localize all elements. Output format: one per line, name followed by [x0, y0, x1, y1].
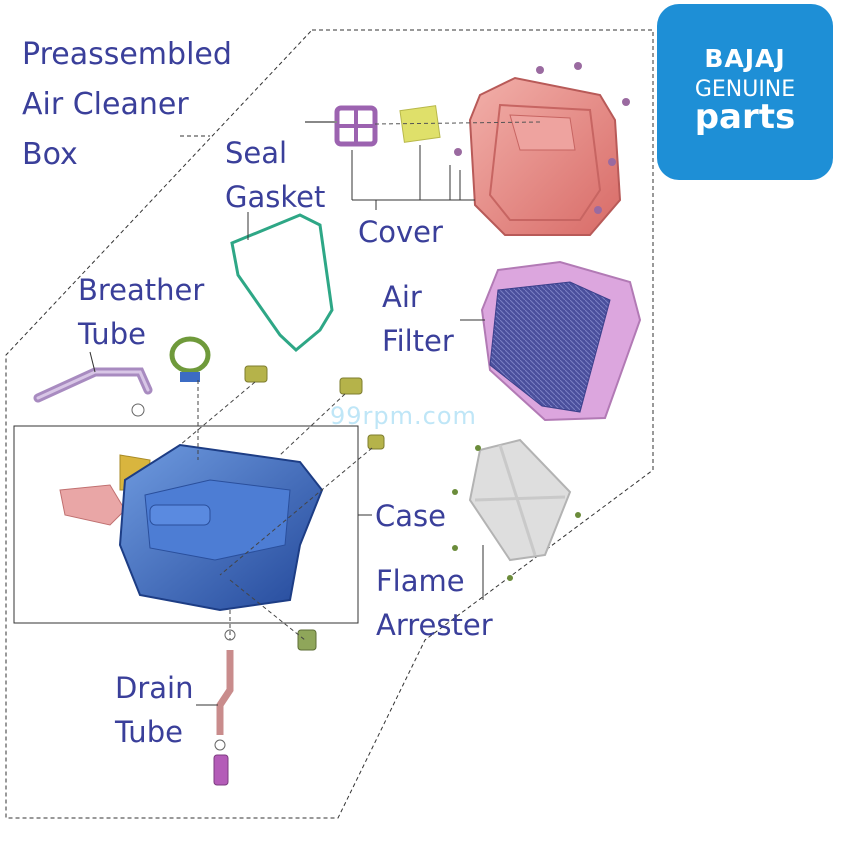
- case-part: [59, 443, 324, 612]
- label-line: Case: [375, 499, 446, 533]
- drain-tube-part: [213, 629, 236, 786]
- logo-brand: BAJAJ: [704, 44, 786, 73]
- seal-part: [305, 105, 378, 147]
- label-seal-gasket: Seal Gasket: [225, 131, 325, 219]
- label-breather-tube: Breather Tube: [78, 268, 204, 356]
- label-cover: Cover: [358, 210, 443, 254]
- cover-insert-part: [399, 105, 441, 143]
- label-line: Air: [382, 280, 422, 314]
- case-bounding-box: [13, 425, 359, 624]
- label-drain-tube: Drain Tube: [115, 666, 193, 754]
- bajaj-genuine-parts-logo: BAJAJ GENUINE parts: [657, 4, 833, 180]
- label-case: Case: [375, 494, 446, 538]
- label-line: Air Cleaner: [22, 87, 189, 122]
- guide-lines: [179, 380, 373, 641]
- label-line: Preassembled: [22, 37, 232, 72]
- label-preassembled-air-cleaner-box: Preassembled Air Cleaner Box: [22, 30, 232, 180]
- flame-arrester-part: [452, 438, 581, 581]
- cover-part: [454, 62, 630, 236]
- logo-line2: parts: [694, 97, 796, 137]
- label-line: Arrester: [376, 608, 493, 642]
- clamp-part: [169, 336, 211, 374]
- label-line: Seal: [225, 136, 288, 170]
- label-line: Drain: [115, 671, 194, 705]
- label-line: Tube: [78, 317, 146, 351]
- label-air-filter: Air Filter: [382, 275, 454, 363]
- leader-cover: [351, 145, 475, 210]
- assembly-outline: [5, 29, 654, 819]
- label-line: Filter: [382, 324, 454, 358]
- screw-parts: [244, 365, 385, 651]
- label-line: Tube: [115, 715, 183, 749]
- leader-breather: [89, 351, 96, 373]
- breather-tube-part: [33, 367, 153, 417]
- label-line: Gasket: [225, 180, 326, 214]
- label-flame-arrester: Flame Arrester: [376, 559, 493, 647]
- seal-gasket-part: [230, 213, 334, 353]
- label-line: Breather: [78, 273, 205, 307]
- label-line: Cover: [358, 215, 443, 249]
- air-filter-part: [480, 260, 642, 422]
- watermark: 99rpm.com: [330, 402, 477, 430]
- label-line: Flame: [376, 564, 465, 598]
- label-line: Box: [22, 137, 78, 172]
- logo-line1: GENUINE: [694, 77, 796, 102]
